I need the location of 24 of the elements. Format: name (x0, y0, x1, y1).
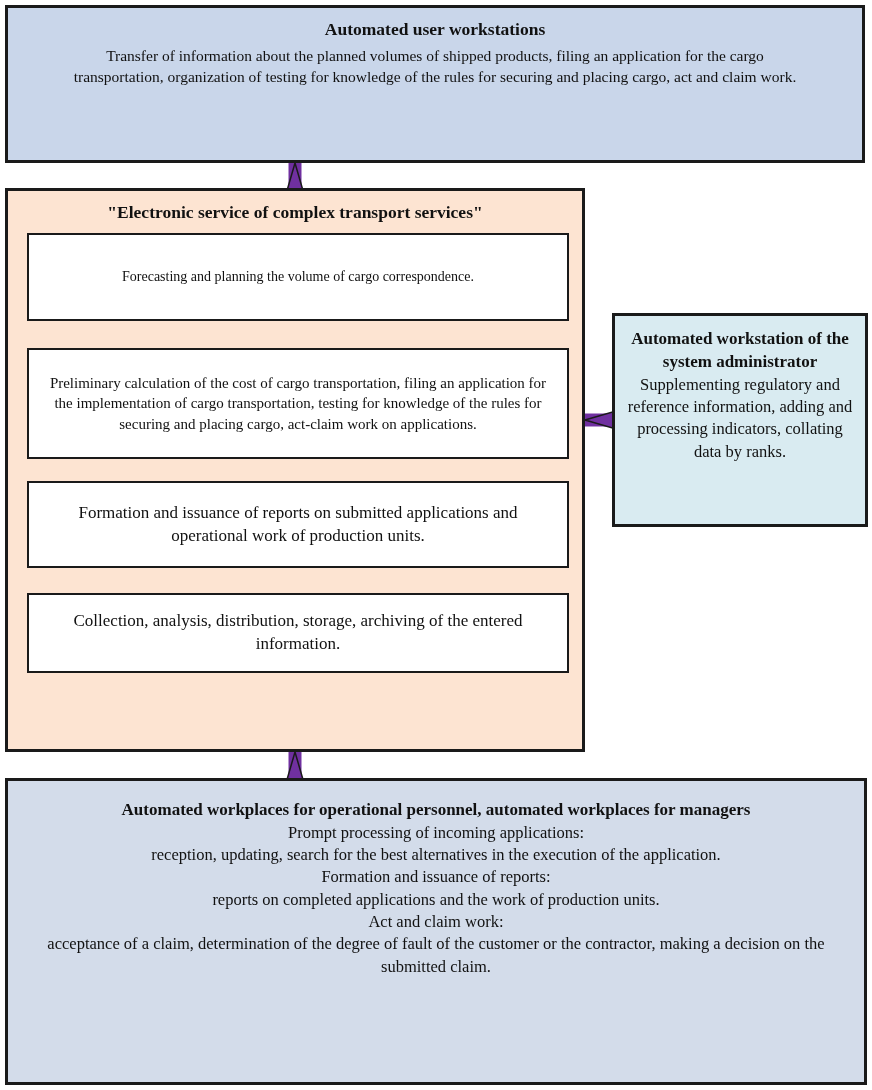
box-text: reception, updating, search for the best alternatives in the execution of the application. (150, 844, 722, 867)
panel-box (5, 778, 867, 1085)
box-text: acceptance of a claim, determination of the degree of fault of the customer or the contractor, making a decision on the submitted claim. (46, 933, 826, 978)
box-text: Collection, analysis, distribution, storage, archiving of the entered information. (72, 610, 524, 655)
panel-box (612, 313, 868, 527)
box-text: Transfer of information about the planned volumes of shipped products, filing an application for the cargo transportation, organization of testing for knowledge of the rules for securing and placing cargo, act and claim work. (72, 45, 798, 87)
panel-box (5, 5, 865, 163)
box-text: Prompt processing of incoming applications: (286, 821, 585, 844)
box-text: Preliminary calculation of the cost of cargo transportation, filing an application for the implementation of cargo transportation, testing for knowledge of the rules for securing and placing cargo, act-claim work on applications. (48, 374, 548, 434)
box-heading: Automated workplaces for operational personnel, automated workplaces for managers (120, 799, 752, 821)
box-text: Formation and issuance of reports on submitted applications and operational work of production units. (77, 501, 519, 547)
box-heading: Automated workstation of the system administrator (630, 328, 850, 373)
box-text: Act and claim work: (367, 911, 505, 933)
box-heading: Automated user workstations (323, 18, 547, 41)
box-text: Formation and issuance of reports: (320, 866, 552, 889)
process-box (27, 348, 569, 459)
process-box (27, 481, 569, 568)
box-text: reports on completed applications and the work of production units. (211, 888, 661, 911)
box-text: Forecasting and planning the volume of cargo correspondence. (121, 267, 475, 286)
box-heading: "Electronic service of complex transport services" (106, 201, 484, 224)
box-text: Supplementing regulatory and reference information, adding and processing indicators, collating data by ranks. (626, 373, 854, 463)
process-box (27, 593, 569, 673)
panel-box (5, 188, 585, 752)
process-box (27, 233, 569, 321)
